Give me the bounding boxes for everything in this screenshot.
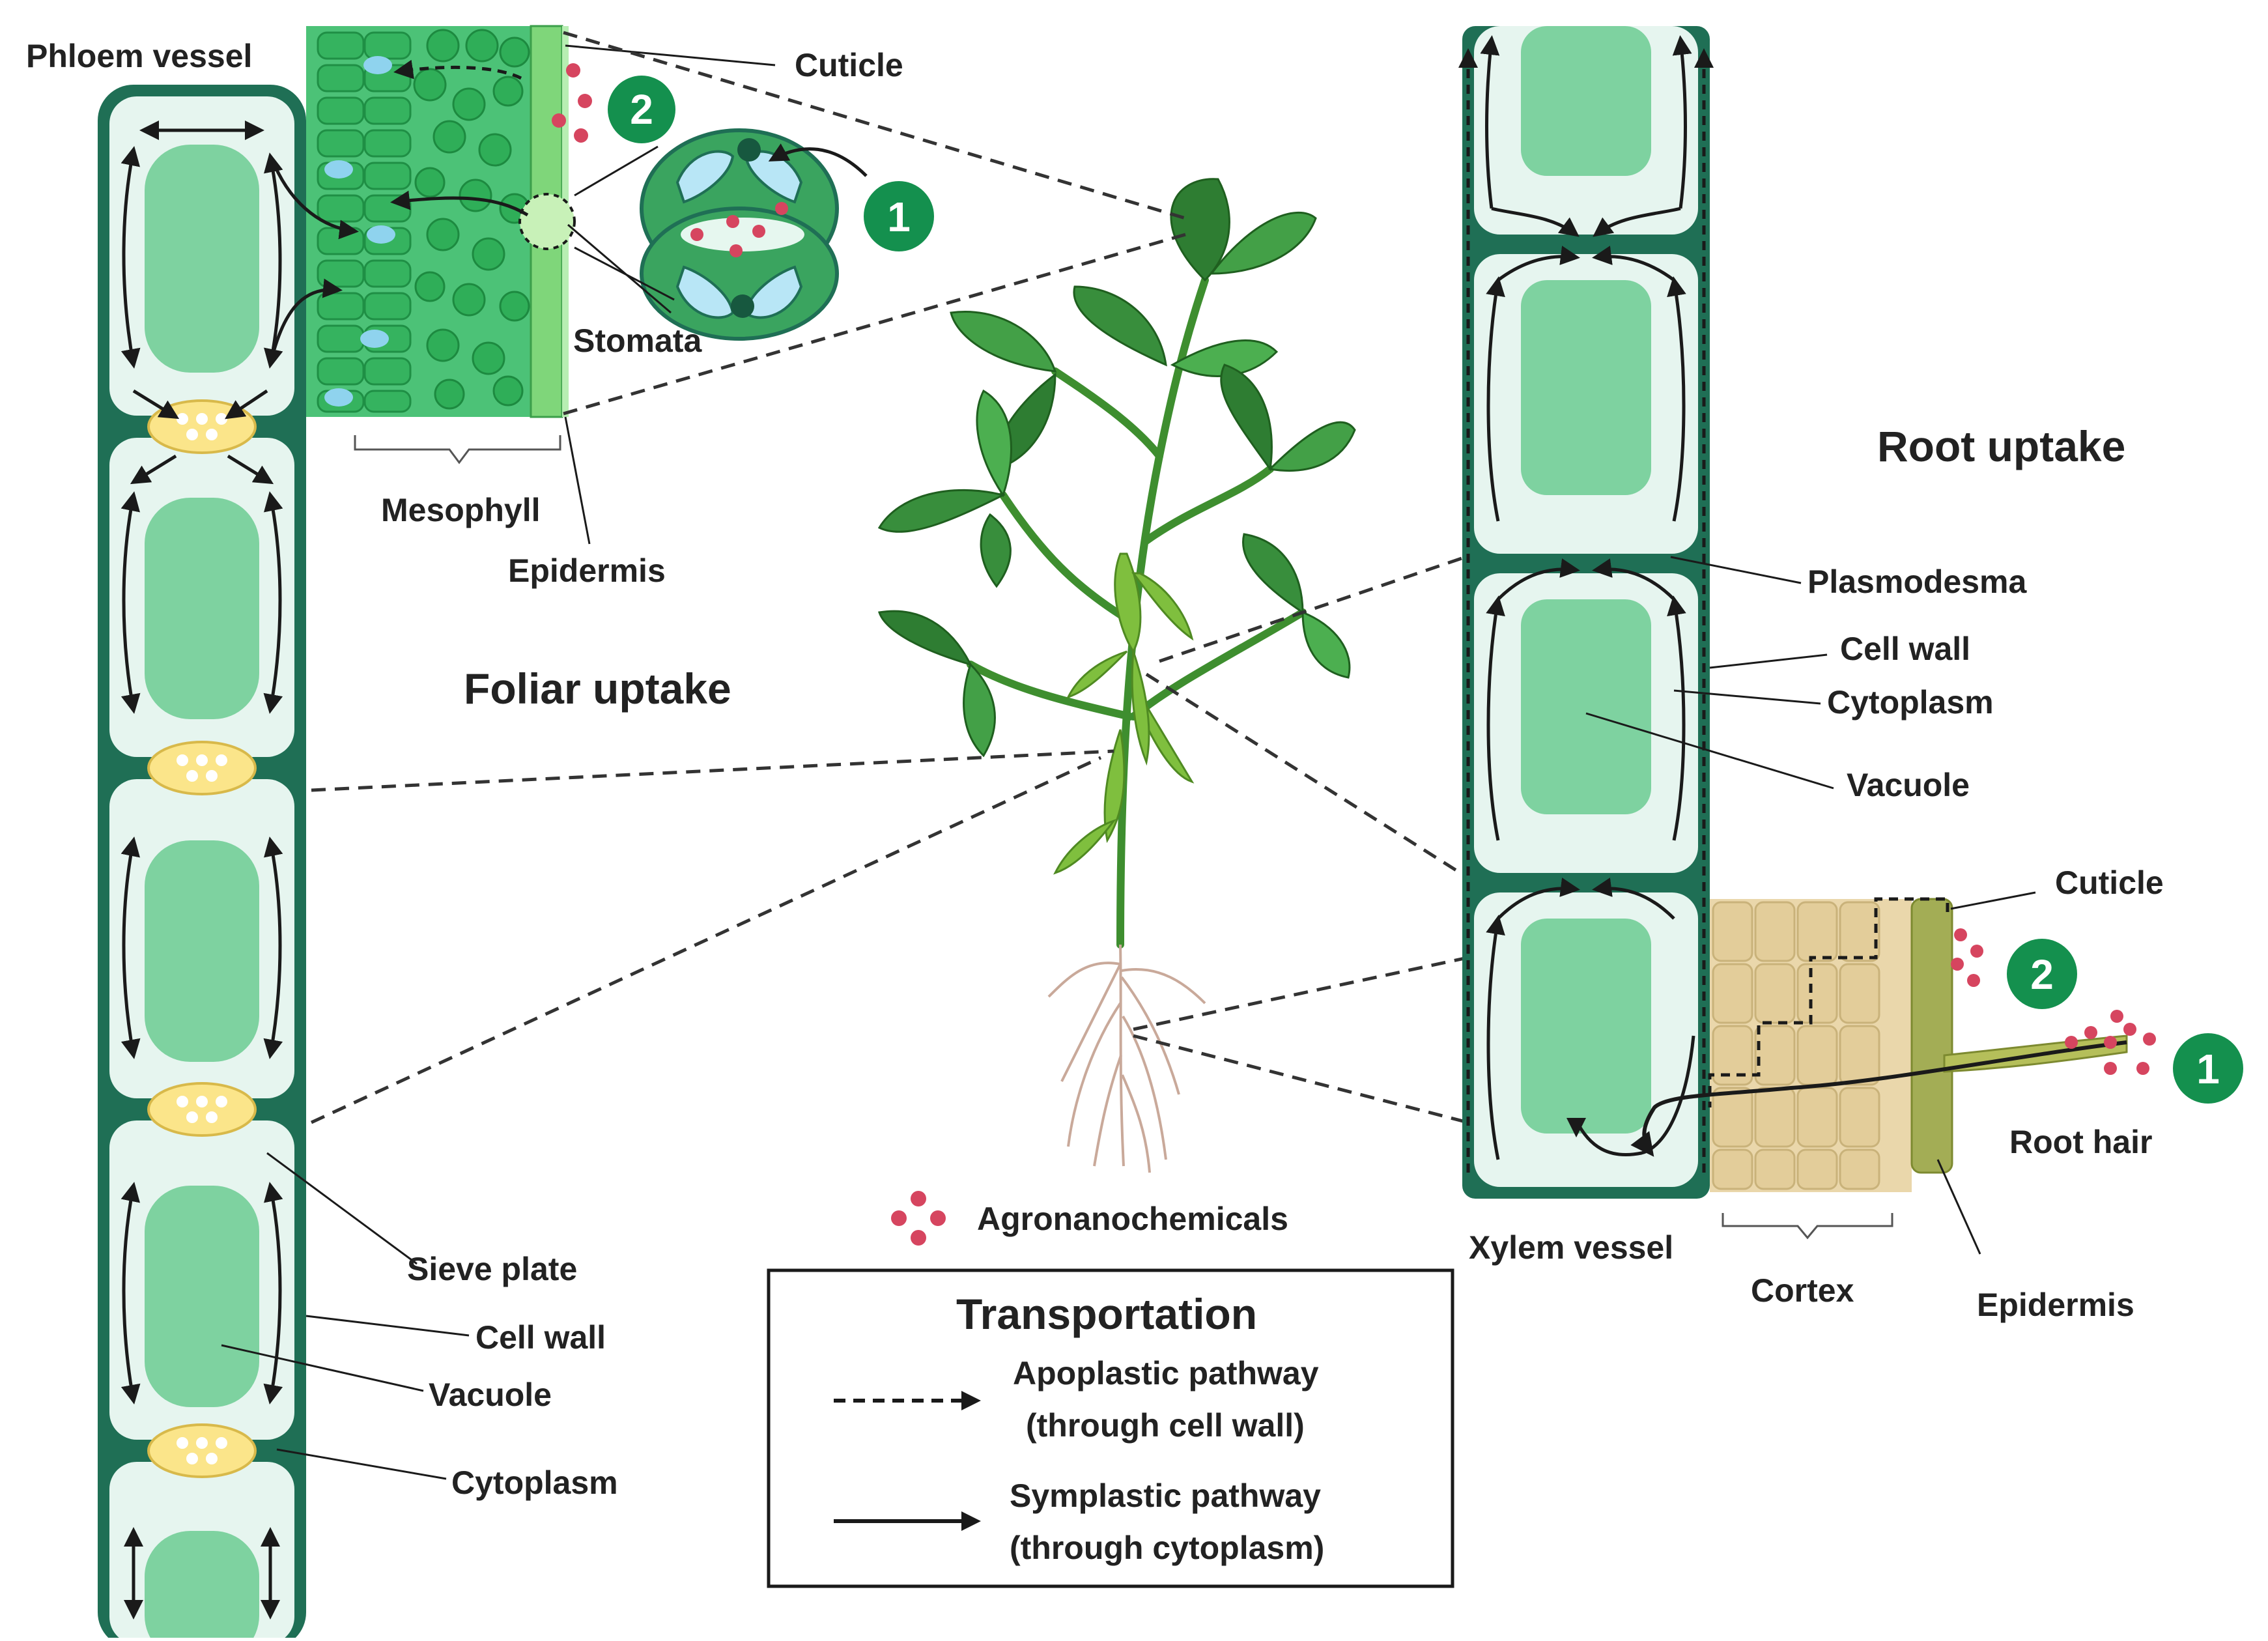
plant-leaves xyxy=(877,178,1356,758)
xylem-vacuoles xyxy=(1521,26,1651,1134)
plant xyxy=(877,178,1356,1173)
stomata-zoom xyxy=(574,128,868,341)
symplastic-label-1: Symplastic pathway xyxy=(1010,1477,1321,1514)
xylem-vacuole-label: Vacuole xyxy=(1847,767,1970,803)
xylem-cell-wall-label: Cell wall xyxy=(1840,631,1970,667)
spongy-cells xyxy=(413,29,530,410)
transportation-legend xyxy=(767,1268,1454,1588)
foliar-uptake-title: Foliar uptake xyxy=(464,664,731,713)
xylem-vessel-label: Xylem vessel xyxy=(1469,1229,1673,1266)
plant-roots xyxy=(1047,944,1206,1173)
leaf-epidermis-label: Epidermis xyxy=(508,552,666,589)
legend-box xyxy=(767,1268,1454,1588)
chloroplast-blue xyxy=(324,56,395,407)
legend-title: Transportation xyxy=(956,1290,1257,1338)
leaf-leader-lines xyxy=(221,44,776,1480)
cortex-bracket xyxy=(1722,1213,1893,1240)
foliar-badge-2: 2 xyxy=(608,76,675,143)
labels: Phloem vessel Cuticle Stomata Mesophyll … xyxy=(26,38,2164,1566)
root-badge-1: 1 xyxy=(2173,1033,2243,1104)
root-badge-2: 2 xyxy=(2007,939,2077,1009)
symplastic-label-2: (through cytoplasm) xyxy=(1010,1530,1324,1566)
phloem-cell-wall-label: Cell wall xyxy=(475,1319,606,1356)
apoplastic-label-1: Apoplastic pathway xyxy=(1013,1355,1319,1391)
root-uptake-title: Root uptake xyxy=(1877,422,2125,470)
foliar-badge-2-label: 2 xyxy=(630,86,653,133)
xylem-cytoplasm-label: Cytoplasm xyxy=(1827,684,1994,721)
plasmodesma-label: Plasmodesma xyxy=(1807,564,2027,600)
phloem-symplastic-arrows xyxy=(120,121,283,1620)
apoplastic-label-2: (through cell wall) xyxy=(1026,1407,1305,1444)
sieve-plates xyxy=(147,399,257,1478)
cortex-cells xyxy=(1712,901,1880,1190)
root-badge-2-label: 2 xyxy=(2030,951,2054,998)
plant-pods xyxy=(1053,552,1195,875)
phloem-vessel xyxy=(98,85,306,1641)
stomata-opening xyxy=(518,193,576,250)
root-leader-lines xyxy=(1585,556,2036,1255)
phloem-vacuoles xyxy=(145,145,259,1641)
leaf-agronanochemicals xyxy=(552,63,592,143)
stomata-label: Stomata xyxy=(573,322,702,359)
agronano-icon xyxy=(891,1191,946,1246)
root-hair-label: Root hair xyxy=(2009,1124,2152,1160)
sieve-plate-label: Sieve plate xyxy=(407,1251,577,1287)
mesophyll-label: Mesophyll xyxy=(381,492,540,528)
root-epidermis-label: Epidermis xyxy=(1977,1287,2134,1323)
foliar-badge-1-label: 1 xyxy=(887,193,911,240)
cortex-label: Cortex xyxy=(1751,1272,1854,1309)
foliar-badge-1: 1 xyxy=(864,181,934,251)
mesophyll-bracket xyxy=(354,435,561,464)
root-agronanochemicals xyxy=(1951,928,2156,1075)
root-symplastic-arrow xyxy=(1630,1040,2127,1157)
root-cuticle-label: Cuticle xyxy=(2055,864,2164,901)
phloem-cytoplasm-label: Cytoplasm xyxy=(451,1464,618,1501)
root-tissue xyxy=(1630,897,2156,1240)
phloem-vessel-label: Phloem vessel xyxy=(26,38,252,74)
phloem-vacuole-label: Vacuole xyxy=(429,1377,552,1413)
xylem-vessel xyxy=(1458,26,1714,1199)
leaf-cuticle-label: Cuticle xyxy=(795,47,903,83)
leaf-cross-section xyxy=(272,25,592,418)
plant-stems xyxy=(967,276,1307,949)
agronanochemicals-label: Agronanochemicals xyxy=(977,1201,1288,1237)
agronano-legend xyxy=(891,1191,946,1246)
leaf-arrows xyxy=(272,59,529,352)
root-badge-1-label: 1 xyxy=(2196,1046,2220,1092)
root-apoplastic-path xyxy=(1708,897,1949,1107)
root-epidermis xyxy=(1910,898,1953,1174)
